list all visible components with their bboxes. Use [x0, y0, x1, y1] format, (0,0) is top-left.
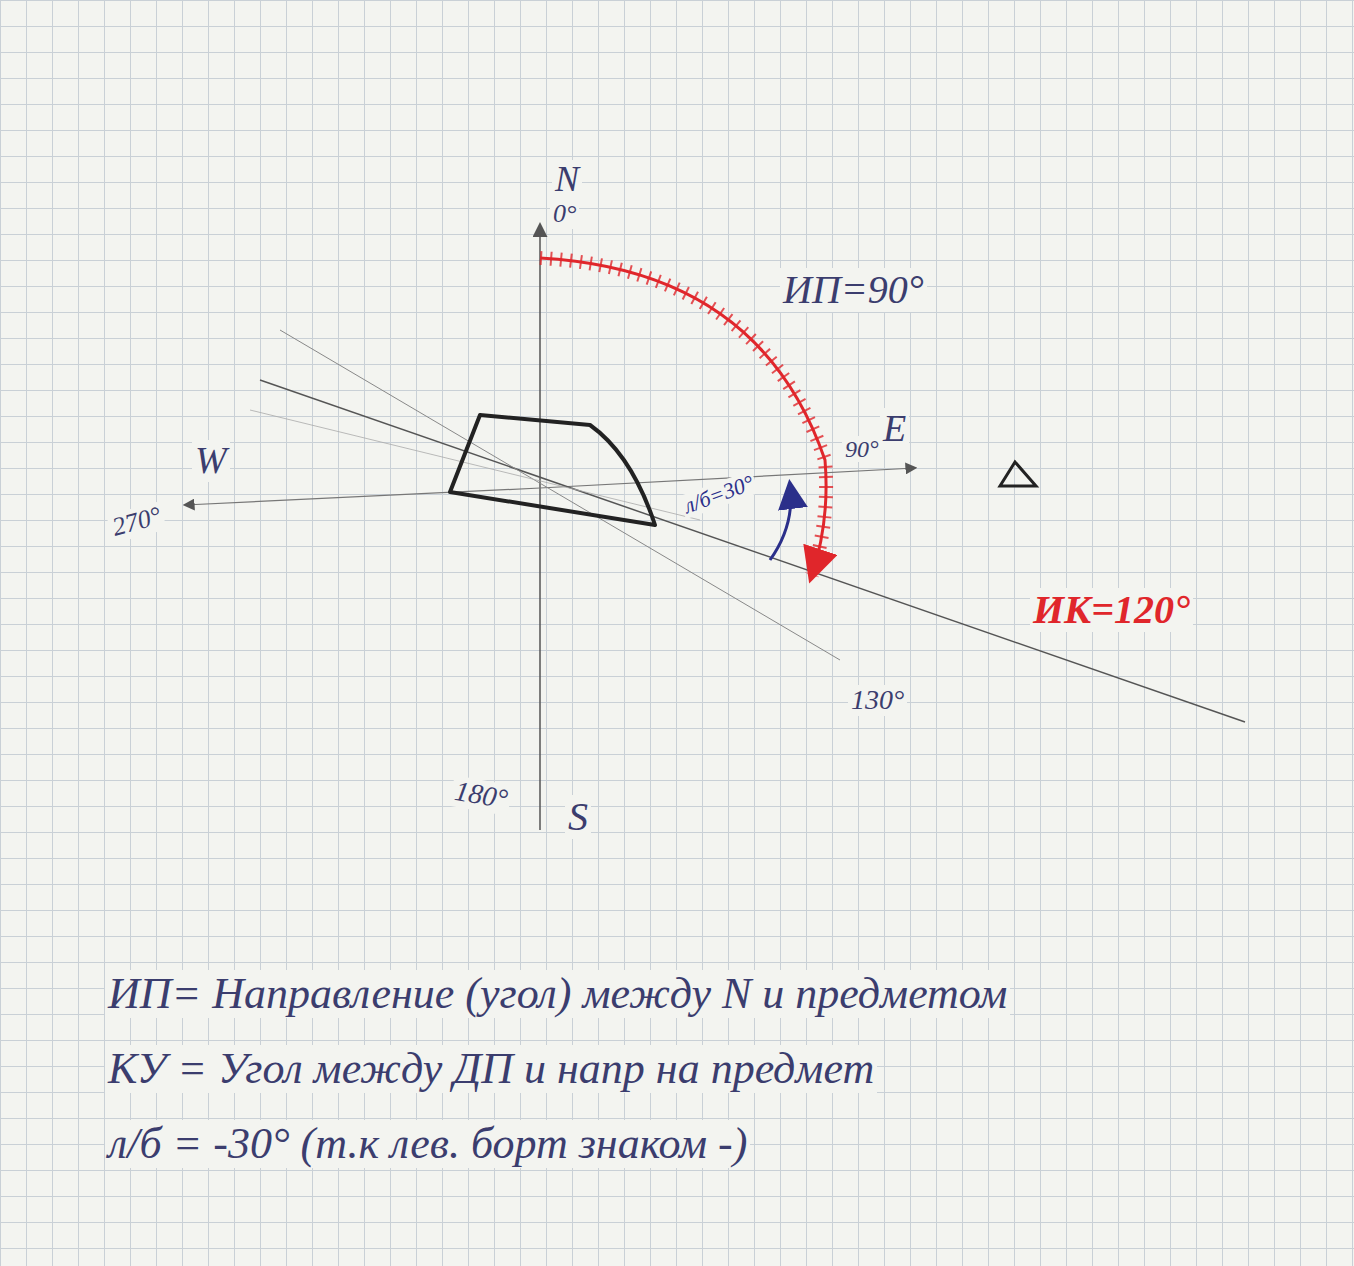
- north-label: N: [552, 160, 582, 200]
- note-text: л/б = -30° (т.к лев. борт знаком -): [105, 1120, 750, 1168]
- north-axis: [539, 225, 541, 830]
- heading-label: ИК=120°: [1030, 588, 1193, 632]
- note-text: КУ = Угол между ДП и напр на предмет: [105, 1045, 877, 1093]
- degree-label: 180°: [449, 775, 513, 816]
- landmark-symbol: [1000, 462, 1036, 486]
- heading-line: [260, 380, 1245, 722]
- degree-label: 130°: [848, 685, 907, 716]
- south-label: S: [565, 795, 591, 839]
- angle-arc: [770, 485, 791, 560]
- degree-label: 270°: [106, 501, 167, 543]
- bearing-label: ИП=90°: [780, 268, 927, 312]
- west-label: W: [192, 440, 230, 482]
- east-label: E: [880, 408, 909, 450]
- degree-label: 0°: [550, 200, 579, 229]
- degree-label: 90°: [842, 436, 882, 462]
- bearing-line: [280, 330, 840, 660]
- boat-outline: [450, 415, 655, 525]
- angle-label: л/б=30°: [678, 470, 760, 520]
- note-text: ИП= Направление (угол) между N и предмет…: [105, 970, 1010, 1018]
